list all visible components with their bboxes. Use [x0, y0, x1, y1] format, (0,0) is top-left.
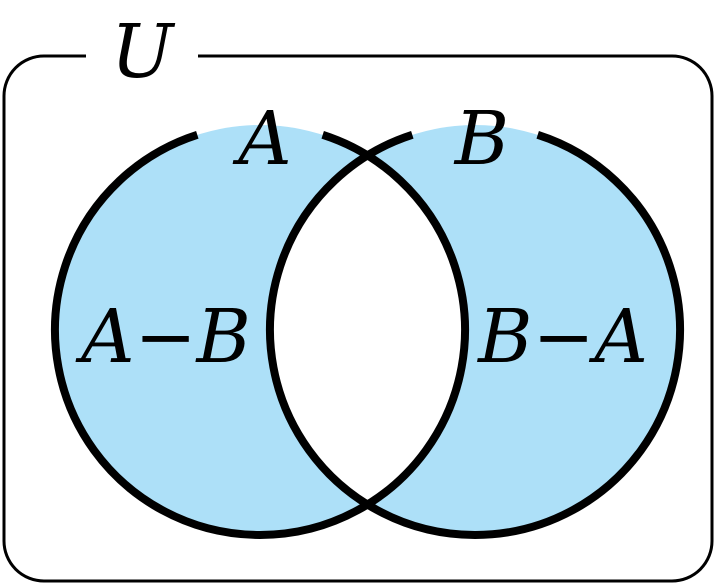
region-a-minus-b-label: A−B	[75, 294, 251, 380]
set-a-outline	[51, 130, 469, 539]
intersection-region	[270, 125, 465, 535]
set-b-label: B	[453, 96, 509, 182]
universe-label-gap	[86, 40, 198, 70]
set-b-outline	[266, 130, 684, 539]
universe-label: U	[111, 9, 176, 95]
set-a-label: A	[232, 96, 291, 182]
region-b-minus-a-label: B−A	[476, 294, 648, 380]
